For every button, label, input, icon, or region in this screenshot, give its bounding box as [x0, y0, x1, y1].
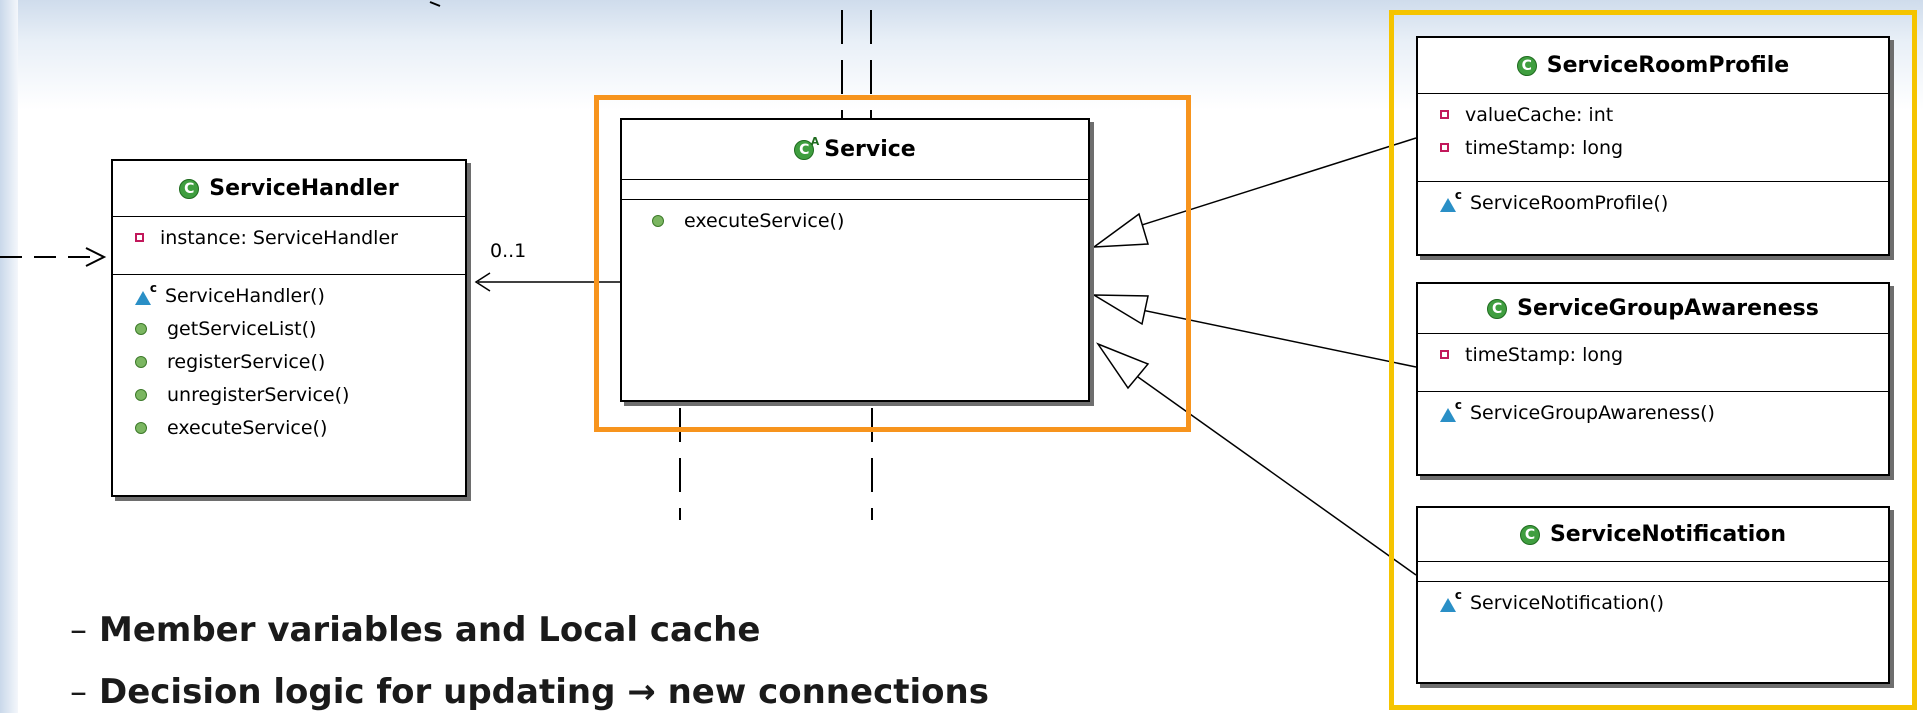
method-text: ServiceRoomProfile() [1470, 191, 1669, 214]
attributes-section: timeStamp: long [1418, 334, 1888, 392]
public-method-icon [135, 421, 147, 434]
constructor-icon: c [1440, 188, 1462, 212]
class-icon: C [179, 178, 200, 199]
association-multiplicity: 0..1 [490, 240, 527, 262]
class-icon: C [1516, 55, 1537, 76]
method-row: c ServiceNotification() [1418, 586, 1888, 619]
class-header: C ServiceGroupAwareness [1418, 284, 1888, 334]
method-row: executeService() [113, 411, 465, 444]
private-field-icon [1440, 350, 1449, 359]
bullet-dash: – [70, 672, 87, 712]
class-name: ServiceRoomProfile [1546, 53, 1790, 78]
class-icon: C [1487, 298, 1508, 319]
class-header: C ServiceRoomProfile [1418, 38, 1888, 94]
attribute-row: instance: ServiceHandler [113, 221, 465, 254]
method-row: c ServiceGroupAwareness() [1418, 396, 1888, 429]
method-row: registerService() [113, 345, 465, 378]
methods-section: executeService() [622, 200, 1088, 241]
class-icon: C [1519, 524, 1540, 545]
bullet-text: Member variables and Local cache [99, 610, 761, 650]
private-field-icon [1440, 143, 1449, 152]
class-service-group-awareness[interactable]: C ServiceGroupAwareness timeStamp: long … [1416, 282, 1890, 476]
public-method-icon [135, 388, 147, 401]
private-field-icon [1440, 110, 1449, 119]
constructor-icon: c [135, 281, 157, 305]
service-highlight-box [594, 95, 1191, 432]
bullet-dash: – [70, 610, 87, 650]
method-row: c ServiceRoomProfile() [1418, 186, 1888, 219]
method-row: unregisterService() [113, 378, 465, 411]
slide-left-band [0, 0, 18, 713]
attributes-section: instance: ServiceHandler [113, 217, 465, 275]
association-arrow [474, 272, 491, 292]
method-text: ServiceHandler() [165, 284, 325, 307]
attribute-text: instance: ServiceHandler [160, 226, 398, 249]
method-text: ServiceGroupAwareness() [1470, 401, 1715, 424]
attribute-text: timeStamp: long [1465, 343, 1624, 366]
attribute-row: timeStamp: long [1418, 131, 1888, 164]
class-service-handler[interactable]: C ServiceHandler instance: ServiceHandle… [111, 159, 467, 497]
class-name: Service [824, 137, 916, 162]
public-method-icon [135, 322, 147, 335]
method-text: executeService() [167, 416, 328, 439]
subclasses-highlight-box [1389, 10, 1917, 710]
method-text: getServiceList() [167, 317, 317, 340]
attributes-section: valueCache: int timeStamp: long [1418, 94, 1888, 182]
constructor-icon: c [1440, 588, 1462, 612]
generalization-line-room-profile [1125, 137, 1417, 231]
class-name: ServiceNotification [1549, 522, 1787, 547]
attribute-text: valueCache: int [1465, 103, 1614, 126]
generalization-arrow-room-profile [1091, 212, 1149, 248]
class-header: C ServiceHandler [113, 161, 465, 217]
public-method-icon [652, 214, 664, 227]
class-name: ServiceGroupAwareness [1517, 296, 1819, 321]
methods-section: c ServiceGroupAwareness() [1418, 392, 1888, 433]
class-service-room-profile[interactable]: C ServiceRoomProfile valueCache: int tim… [1416, 36, 1890, 256]
attribute-row: timeStamp: long [1418, 338, 1888, 371]
bullet-item: –Member variables and Local cache [70, 610, 760, 650]
method-row: executeService() [622, 204, 1088, 237]
public-method-icon [135, 355, 147, 368]
private-field-icon [135, 233, 144, 242]
method-text: ServiceNotification() [1470, 591, 1665, 614]
method-row: getServiceList() [113, 312, 465, 345]
method-row: c ServiceHandler() [113, 279, 465, 312]
method-text: executeService() [684, 209, 845, 232]
top-fragment-line [429, 1, 441, 7]
methods-section: c ServiceNotification() [1418, 582, 1888, 623]
class-service-notification[interactable]: C ServiceNotification c ServiceNotificat… [1416, 506, 1890, 684]
constructor-icon: c [1440, 398, 1462, 422]
methods-section: c ServiceRoomProfile() [1418, 182, 1888, 223]
incoming-dependency-arrow [85, 247, 107, 267]
generalization-arrow-group-awareness [1091, 294, 1149, 326]
class-name: ServiceHandler [209, 176, 399, 201]
attribute-row: valueCache: int [1418, 98, 1888, 131]
methods-section: c ServiceHandler() getServiceList() regi… [113, 275, 465, 448]
class-header: C ServiceNotification [1418, 508, 1888, 562]
generalization-line-notification [1137, 376, 1417, 576]
method-text: unregisterService() [167, 383, 350, 406]
attribute-text: timeStamp: long [1465, 136, 1624, 159]
attributes-section [1418, 562, 1888, 582]
method-text: registerService() [167, 350, 326, 373]
bullet-text: Decision logic for updating → new connec… [99, 672, 989, 712]
generalization-arrow-notification [1095, 342, 1150, 390]
bullet-item: –Decision logic for updating → new conne… [70, 672, 989, 712]
attributes-section [622, 180, 1088, 200]
